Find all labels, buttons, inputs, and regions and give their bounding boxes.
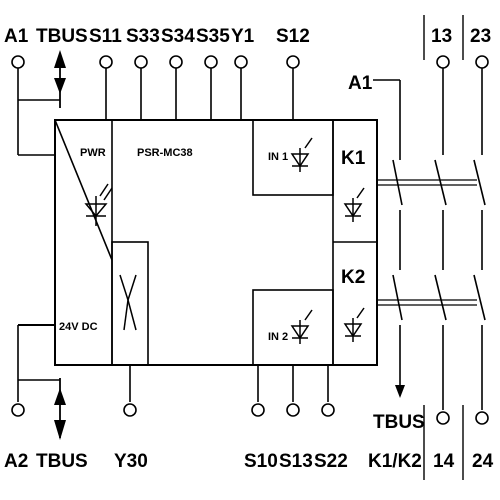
label-tbus-k: TBUS [373, 412, 425, 433]
relay-contacts [373, 15, 486, 480]
label-s33: S33 [126, 26, 160, 47]
in1-led-icon [290, 137, 313, 172]
k2-label: K2 [341, 267, 365, 288]
tbus-k-arrow [395, 385, 405, 398]
supply-label: 24V DC [59, 321, 98, 333]
terminal-s34 [169, 55, 183, 69]
tbus-top-arrow [54, 50, 66, 108]
label-s10: S10 [244, 451, 278, 472]
label-tbus-top: TBUS [36, 26, 88, 47]
module-housing [18, 119, 378, 366]
terminal-s12 [286, 55, 300, 69]
terminal-s35 [204, 55, 218, 69]
terminal-23 [475, 55, 489, 69]
label-s13: S13 [279, 451, 313, 472]
in2-label: IN 2 [268, 331, 288, 343]
model-label: PSR-MC38 [137, 147, 193, 159]
label-s34: S34 [161, 26, 195, 47]
in1-label: IN 1 [268, 151, 288, 163]
label-s35: S35 [196, 26, 230, 47]
label-s12: S12 [276, 26, 310, 47]
terminal-24 [475, 411, 489, 425]
terminal-s13 [286, 403, 300, 417]
label-y30: Y30 [114, 451, 148, 472]
label-k1k2: K1/K2 [368, 451, 422, 472]
label-a2: A2 [4, 451, 28, 472]
k2-led-icon [343, 307, 365, 342]
label-24: 24 [472, 451, 494, 472]
k1-led-icon [343, 187, 365, 222]
top-terminals [11, 55, 489, 156]
tbus-bottom-arrow [54, 378, 66, 440]
terminal-s33 [134, 55, 148, 69]
terminal-s11 [99, 55, 113, 69]
in2-led-icon [290, 309, 313, 344]
label-13: 13 [431, 26, 452, 47]
terminal-s10 [251, 403, 265, 417]
terminal-y1 [234, 55, 248, 69]
label-s22: S22 [314, 451, 348, 472]
bottom-terminals [11, 325, 489, 425]
label-a1-top: A1 [4, 26, 29, 47]
label-14: 14 [433, 451, 455, 472]
a1-contact-label: A1 [348, 73, 373, 94]
y30-output-icon [119, 274, 137, 331]
label-s11: S11 [89, 26, 122, 47]
terminal-a1-top [11, 55, 25, 69]
terminal-y30 [123, 403, 137, 417]
terminal-a2 [11, 403, 25, 417]
pwr-led-icon [84, 183, 113, 226]
label-23: 23 [470, 26, 491, 47]
terminal-13 [436, 55, 450, 69]
pwr-label: PWR [80, 147, 106, 159]
label-tbus-bottom: TBUS [36, 451, 88, 472]
terminal-s22 [321, 403, 335, 417]
label-y1: Y1 [231, 26, 255, 47]
terminal-14 [436, 411, 450, 425]
k1-label: K1 [341, 148, 366, 169]
